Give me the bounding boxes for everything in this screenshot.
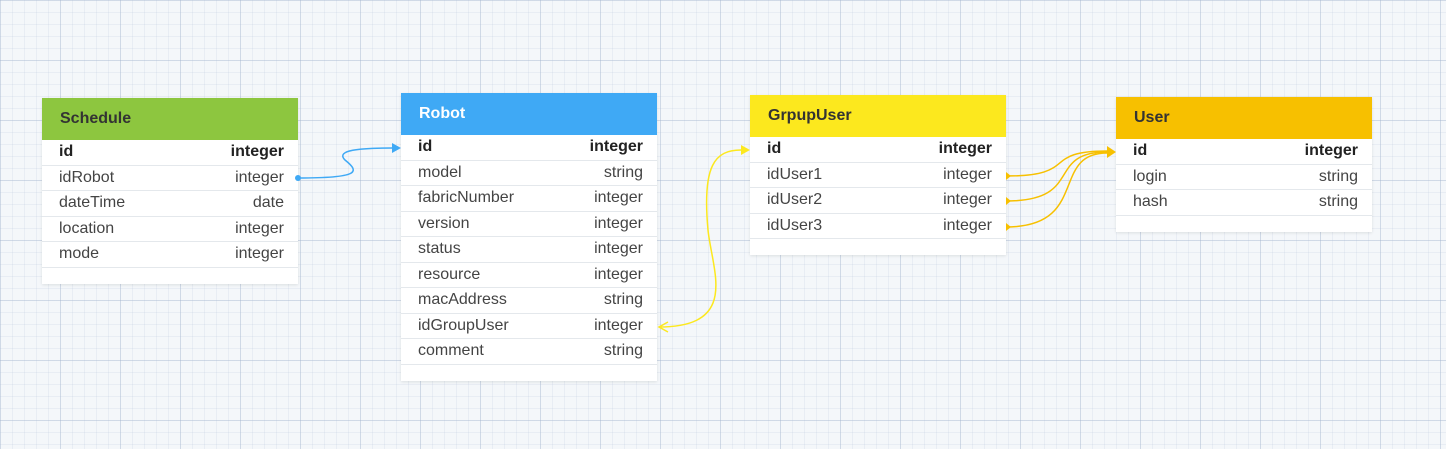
column-row[interactable]: fabricNumber integer [401, 186, 657, 212]
column-name: id [767, 140, 782, 158]
column-row[interactable]: idRobot integer [42, 166, 298, 191]
column-row[interactable]: idUser3 integer [750, 214, 1006, 239]
table-title: Robot [419, 105, 466, 122]
column-type: integer [943, 191, 992, 209]
column-type: integer [589, 138, 643, 156]
column-name: id [59, 143, 74, 161]
column-row[interactable]: dateTime date [42, 191, 298, 217]
column-type: string [1318, 193, 1358, 211]
column-type: integer [235, 219, 284, 237]
relation-link-robot-grpupuser[interactable] [658, 149, 742, 328]
column-type: integer [594, 189, 643, 207]
column-row[interactable]: id integer [1116, 139, 1372, 165]
column-row[interactable]: model string [401, 161, 657, 186]
table-footer [42, 268, 298, 284]
table-header-user[interactable]: User [1116, 97, 1372, 139]
arrowhead-icon [392, 143, 401, 153]
column-type: string [603, 342, 643, 360]
column-row[interactable]: id integer [750, 137, 1006, 163]
column-row[interactable]: idGroupUser integer [401, 314, 657, 339]
column-name: idRobot [59, 168, 115, 186]
column-name: idUser3 [767, 216, 823, 234]
column-row[interactable]: id integer [42, 140, 298, 166]
arrowhead-icon [1107, 146, 1116, 158]
relation-link-iduser1-user[interactable] [1005, 150, 1108, 177]
table-footer [1116, 216, 1372, 232]
table-title: User [1134, 109, 1170, 126]
table-title: Schedule [60, 110, 132, 127]
table-header-grpupuser[interactable]: GrpupUser [750, 95, 1006, 137]
column-name: login [1133, 167, 1167, 185]
column-name: id [418, 138, 433, 156]
column-type: integer [235, 168, 284, 186]
column-name: id [1133, 142, 1148, 160]
column-type: integer [230, 143, 284, 161]
column-type: string [603, 291, 643, 309]
table-grpupuser[interactable]: GrpupUser id integer idUser1 integer idU… [750, 95, 1006, 255]
relation-source-marker [1006, 223, 1011, 231]
table-robot[interactable]: Robot id integer model string fabricNumb… [401, 93, 657, 381]
column-type: integer [943, 165, 992, 183]
column-row[interactable]: version integer [401, 212, 657, 237]
column-row[interactable]: hash string [1116, 190, 1372, 216]
relation-source-marker [1006, 197, 1011, 205]
column-type: integer [594, 316, 643, 334]
table-user[interactable]: User id integer login string hash string [1116, 97, 1372, 232]
table-header-robot[interactable]: Robot [401, 93, 657, 135]
column-row[interactable]: idUser2 integer [750, 188, 1006, 214]
column-name: location [59, 219, 115, 237]
column-name: fabricNumber [418, 189, 515, 207]
relation-link-schedule-robot[interactable] [297, 147, 393, 179]
column-name: comment [418, 342, 484, 360]
arrowhead-icon [741, 145, 750, 155]
column-row[interactable]: mode integer [42, 242, 298, 268]
column-row[interactable]: location integer [42, 217, 298, 242]
column-type: string [603, 163, 643, 181]
column-row[interactable]: resource integer [401, 263, 657, 288]
column-name: resource [418, 265, 481, 283]
column-row[interactable]: login string [1116, 165, 1372, 190]
relation-source-marker [1006, 172, 1011, 180]
column-name: hash [1133, 193, 1168, 211]
column-type: date [252, 194, 284, 212]
column-type: integer [943, 216, 992, 234]
crowfoot-icon [657, 321, 669, 333]
relation-link-iduser2-user[interactable] [1005, 151, 1108, 202]
column-name: dateTime [59, 194, 126, 212]
table-footer [401, 365, 657, 381]
column-row[interactable]: id integer [401, 135, 657, 161]
column-type: integer [1304, 142, 1358, 160]
table-footer [750, 239, 1006, 255]
table-title: GrpupUser [768, 107, 852, 124]
column-name: macAddress [418, 291, 507, 309]
column-name: mode [59, 245, 100, 263]
column-row[interactable]: macAddress string [401, 288, 657, 314]
table-header-schedule[interactable]: Schedule [42, 98, 298, 140]
column-row[interactable]: status integer [401, 237, 657, 263]
column-type: string [1318, 167, 1358, 185]
column-type: integer [594, 240, 643, 258]
column-name: idGroupUser [418, 316, 509, 334]
column-name: idUser2 [767, 191, 823, 209]
column-name: status [418, 240, 461, 258]
column-name: idUser1 [767, 165, 823, 183]
column-name: version [418, 214, 470, 232]
column-type: integer [235, 245, 284, 263]
column-row[interactable]: idUser1 integer [750, 163, 1006, 188]
table-schedule[interactable]: Schedule id integer idRobot integer date… [42, 98, 298, 284]
column-type: integer [594, 265, 643, 283]
column-type: integer [594, 214, 643, 232]
column-row[interactable]: comment string [401, 339, 657, 365]
relation-link-iduser3-user[interactable] [1005, 152, 1108, 228]
column-type: integer [938, 140, 992, 158]
column-name: model [418, 163, 462, 181]
